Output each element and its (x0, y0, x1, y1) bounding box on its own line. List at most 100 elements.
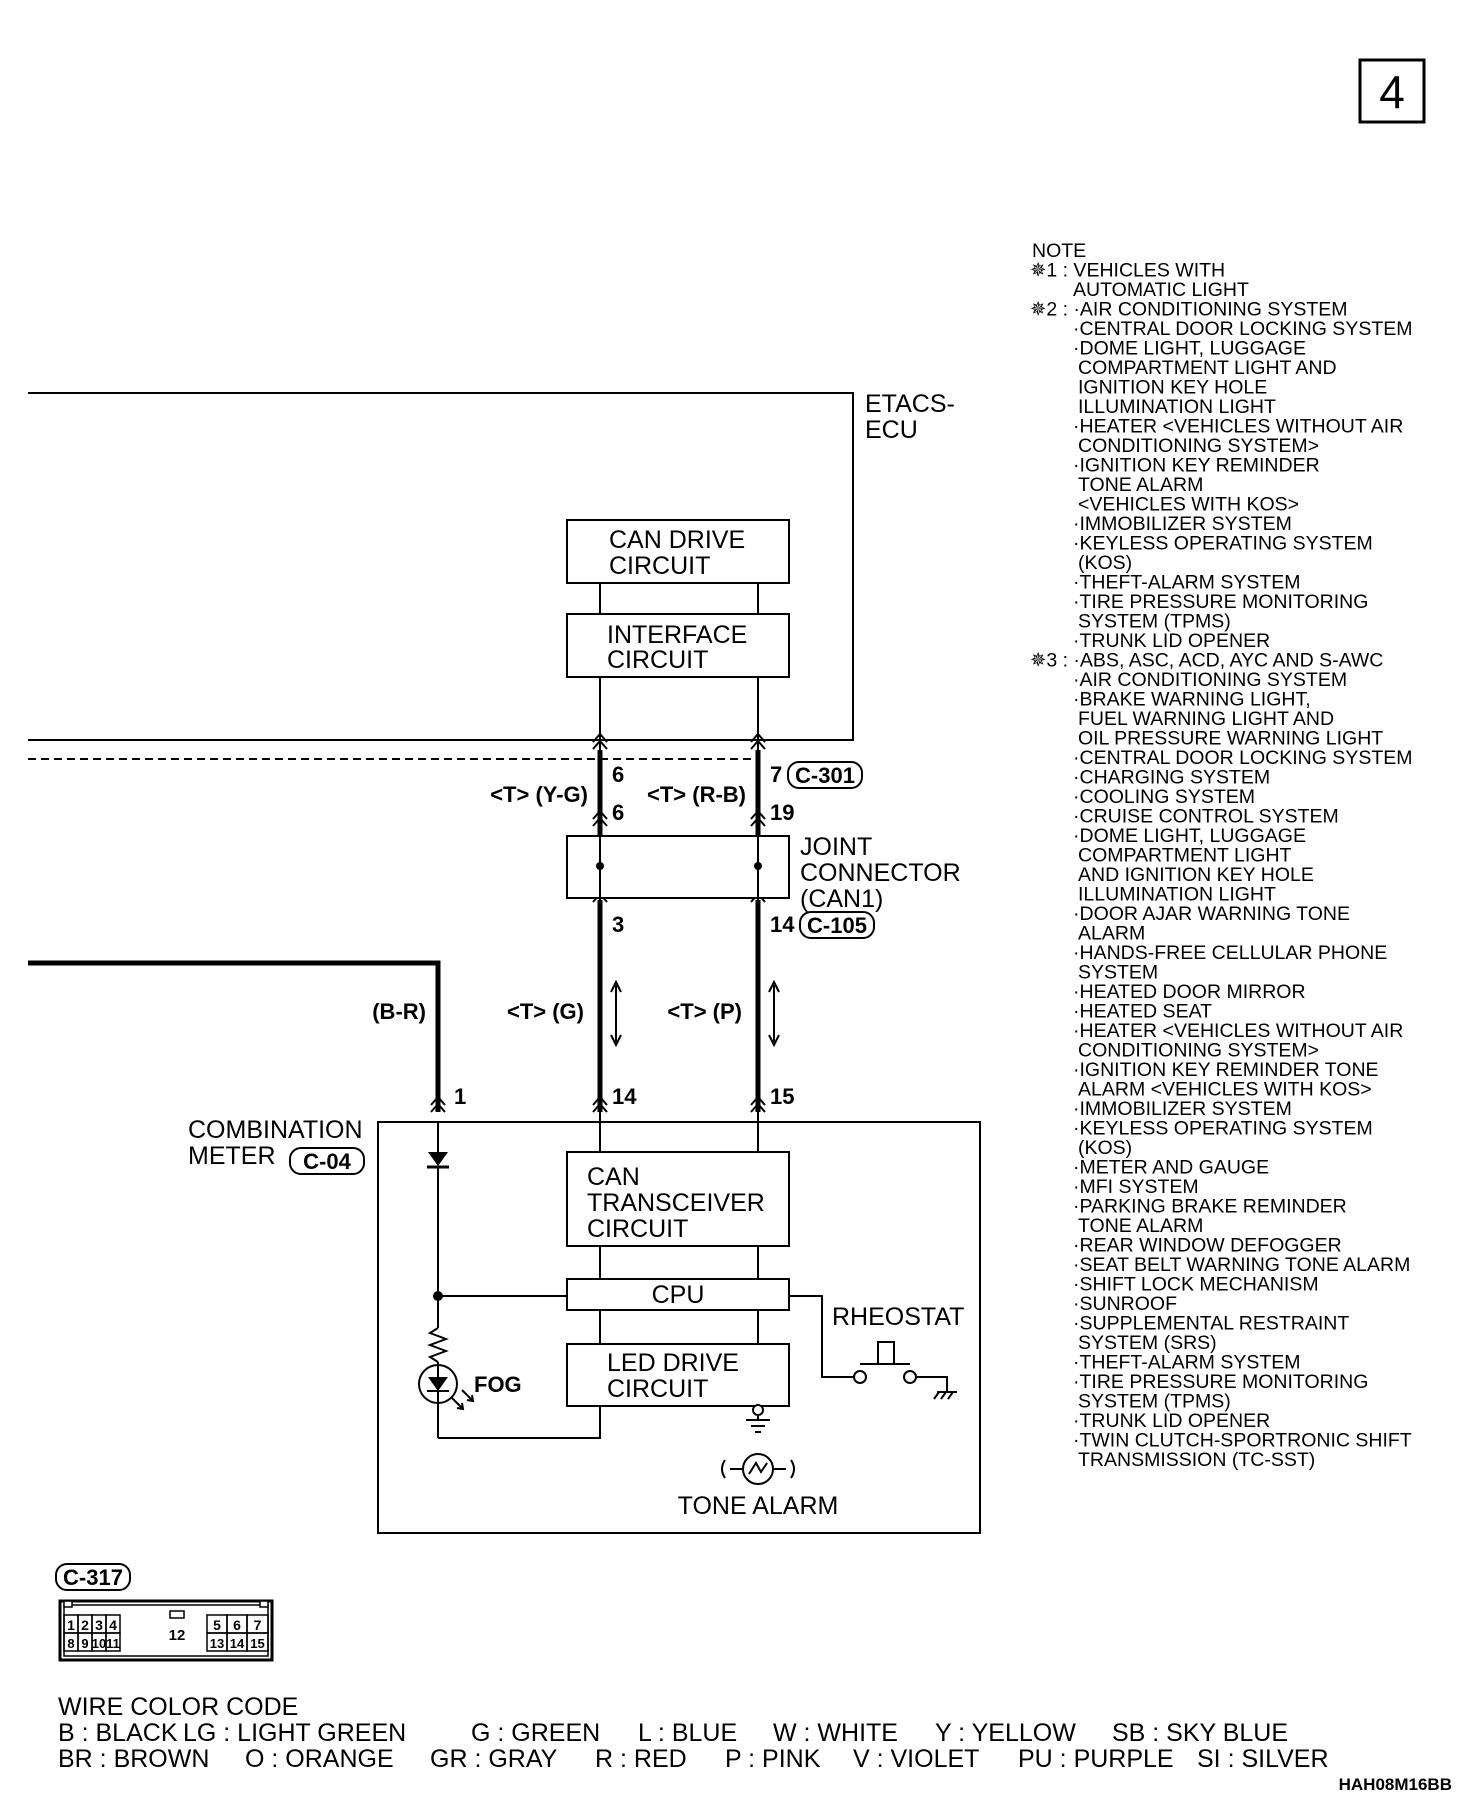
note-line: ·TIRE PRESSURE MONITORING (1073, 1371, 1368, 1393)
fog-label: FOG (474, 1372, 522, 1397)
note-line: CONDITIONING SYSTEM> (1078, 1040, 1319, 1062)
connector-pin-number: 4 (109, 1617, 117, 1633)
tone-alarm-icon (721, 1453, 795, 1485)
note-line: TONE ALARM (1078, 474, 1203, 496)
connector-pin-number: 11 (106, 1636, 120, 1651)
note-line: ·AIR CONDITIONING SYSTEM (1073, 669, 1347, 691)
cpu-block (566, 1278, 790, 1311)
pin-meter-15: 15 (770, 1084, 794, 1109)
pin-right-top: 7 (770, 762, 782, 787)
pin-meter-14: 14 (612, 1084, 637, 1109)
figure-code: HAH08M16BB (1339, 1775, 1452, 1794)
note-line: ·PARKING BRAKE REMINDER (1073, 1196, 1347, 1218)
note-line: ·CRUISE CONTROL SYSTEM (1073, 806, 1339, 828)
note-line: AND IGNITION KEY HOLE (1078, 864, 1314, 886)
note-line: ·DOOR AJAR WARNING TONE (1073, 903, 1350, 925)
pin-left-bottom: 3 (612, 912, 624, 937)
note-line: ·IMMOBILIZER SYSTEM (1073, 1098, 1292, 1120)
wire-color-entry: GR : GRAY (430, 1745, 558, 1773)
led-drive-block (566, 1343, 790, 1407)
joint-connector-block (566, 835, 790, 899)
cpu-label: CPU (652, 1281, 705, 1309)
note-line: SYSTEM (TPMS) (1078, 611, 1231, 633)
note-line: ·METER AND GAUGE (1073, 1157, 1269, 1179)
wire-color-entry: PU : PURPLE (1018, 1745, 1174, 1773)
wire-color-entry: BR : BROWN (58, 1745, 209, 1773)
wire-color-entry: L : BLUE (638, 1719, 737, 1747)
connector-pin-number: 14 (230, 1636, 245, 1651)
connector-c04-frame (289, 1147, 365, 1175)
connector-pin-number: 13 (210, 1636, 224, 1651)
wire-br (28, 960, 441, 1112)
note-line: IGNITION KEY HOLE (1078, 377, 1267, 399)
interface-circuit-block (566, 613, 790, 678)
note-line: FUEL WARNING LIGHT AND (1078, 708, 1334, 730)
can-transceiver-line3: CIRCUIT (587, 1215, 688, 1243)
ecu-label-line1: ETACS- (865, 390, 955, 418)
tone-alarm-label: TONE ALARM (678, 1492, 839, 1520)
note-line: ·HEATER <VEHICLES WITHOUT AIR (1073, 416, 1403, 438)
note-line: ·TWIN CLUTCH-SPORTRONIC SHIFT (1073, 1430, 1412, 1452)
led-drive-line1: LED DRIVE (607, 1349, 739, 1377)
wire-color-br: (B-R) (372, 999, 426, 1024)
etacs-ecu-outline (28, 392, 854, 760)
note-line: ·SUNROOF (1073, 1293, 1177, 1315)
can-drive-line1: CAN DRIVE (609, 526, 745, 554)
note-line: ·HANDS-FREE CELLULAR PHONE (1073, 942, 1387, 964)
wire-color-entry: V : VIOLET (853, 1745, 979, 1773)
note-line: ·IGNITION KEY REMINDER (1073, 455, 1320, 477)
connector-c105-frame (799, 911, 875, 939)
note-line: ·IGNITION KEY REMINDER TONE (1073, 1059, 1379, 1081)
note-line: SYSTEM (TPMS) (1078, 1391, 1231, 1413)
page-number: 4 (1379, 66, 1405, 118)
rheostat-switch (789, 1295, 957, 1400)
note-line: ·HEATED DOOR MIRROR (1073, 981, 1306, 1003)
connector-pin-number: 7 (254, 1617, 262, 1633)
connector-pin-number: 8 (67, 1636, 74, 1651)
note-line: ·MFI SYSTEM (1073, 1176, 1199, 1198)
wire-color-p: <T> (P) (667, 999, 742, 1024)
note-line: COMPARTMENT LIGHT AND (1078, 357, 1337, 379)
wire-color-code-title: WIRE COLOR CODE (58, 1693, 298, 1721)
connector-pin-number: 15 (250, 1636, 264, 1651)
note-line: ·THEFT-ALARM SYSTEM (1073, 1352, 1301, 1374)
wire-color-entry: G : GREEN (471, 1719, 600, 1747)
can-transceiver-line1: CAN (587, 1163, 640, 1191)
joint-line3: (CAN1) (800, 885, 883, 913)
fog-indicator-circuit (418, 1122, 601, 1439)
note-line: ·SHIFT LOCK MECHANISM (1073, 1274, 1319, 1296)
note-line: ·IMMOBILIZER SYSTEM (1073, 513, 1292, 535)
note-line: COMPARTMENT LIGHT (1078, 845, 1292, 867)
wire-color-entry: LG : LIGHT GREEN (183, 1719, 406, 1747)
can-drive-line2: CIRCUIT (609, 552, 710, 580)
note-line: NOTE (1032, 240, 1086, 262)
can-transceiver-line2: TRANSCEIVER (587, 1189, 765, 1217)
connector-pin-number: 2 (81, 1617, 89, 1633)
note-line: ·CHARGING SYSTEM (1073, 767, 1270, 789)
connector-pin-number: 6 (233, 1617, 241, 1633)
note-line: ·TIRE PRESSURE MONITORING (1073, 591, 1368, 613)
note-line: OIL PRESSURE WARNING LIGHT (1078, 728, 1383, 750)
connector-c105: C-105 (807, 913, 867, 938)
connector-pin-number: 10 (92, 1636, 106, 1651)
note-line: ✵2 : ·AIR CONDITIONING SYSTEM (1030, 299, 1348, 321)
connector-c317-frame (55, 1563, 131, 1591)
connector-c301-frame (787, 761, 863, 789)
note-line: ·KEYLESS OPERATING SYSTEM (1073, 1118, 1373, 1140)
connector-c301: C-301 (795, 763, 855, 788)
note-line: ·HEATED SEAT (1073, 1001, 1212, 1023)
note-line: TRANSMISSION (TC-SST) (1078, 1449, 1315, 1471)
note-line: ✵1 : VEHICLES WITH (1030, 260, 1225, 282)
note-line: ILLUMINATION LIGHT (1078, 884, 1276, 906)
connector-pin-number: 9 (81, 1636, 88, 1651)
can-transceiver-block (566, 1151, 790, 1247)
bidirectional-arrow-icon (610, 979, 780, 1048)
wire-color-entry: SI : SILVER (1197, 1745, 1329, 1773)
note-line: ·BRAKE WARNING LIGHT, (1073, 689, 1311, 711)
note-line: ·REAR WINDOW DEFOGGER (1073, 1235, 1342, 1257)
joint-line1: JOINT (800, 833, 872, 861)
connector-pin-number: 3 (95, 1617, 103, 1633)
connector-pin-cell (105, 1632, 121, 1652)
